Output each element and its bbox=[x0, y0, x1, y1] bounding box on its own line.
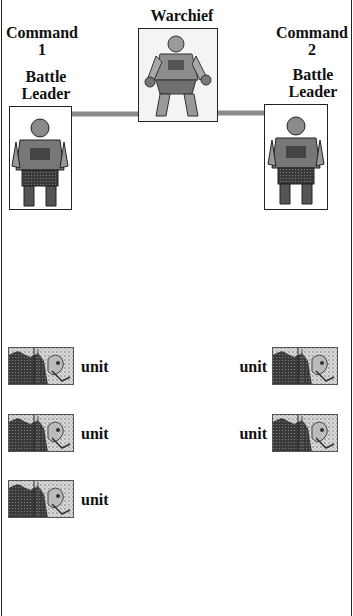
command-label: Command 2 bbox=[272, 24, 352, 58]
command-link bbox=[72, 112, 138, 117]
battle-leader-figure bbox=[268, 117, 324, 204]
node-heading: Warchief bbox=[122, 7, 242, 24]
unit-label: unit bbox=[81, 358, 133, 375]
unit-icon bbox=[272, 414, 338, 452]
node-heading: Battle Leader bbox=[275, 66, 351, 100]
unit-icon bbox=[8, 480, 74, 518]
battle-leader-box: Battle Leader bbox=[9, 106, 72, 210]
battle-leader-box: Battle Leader bbox=[264, 104, 328, 210]
unit-icon bbox=[272, 347, 338, 385]
unit-label: unit bbox=[81, 425, 133, 442]
unit-box: unit bbox=[272, 347, 338, 385]
unit-label: unit bbox=[219, 425, 267, 442]
unit-icon bbox=[8, 347, 74, 385]
unit-box: unit bbox=[8, 414, 74, 452]
command-link bbox=[218, 111, 264, 116]
unit-box: unit bbox=[272, 414, 338, 452]
warchief-figure bbox=[139, 29, 217, 121]
unit-label: unit bbox=[219, 358, 267, 375]
page-rule bbox=[1, 0, 2, 616]
unit-icon bbox=[8, 414, 74, 452]
page-rule bbox=[351, 0, 352, 616]
unit-box: unit bbox=[8, 480, 74, 518]
battle-leader-figure bbox=[12, 119, 68, 206]
command-label: Command 1 bbox=[2, 24, 82, 58]
warchief-box: Warchief bbox=[138, 28, 218, 122]
unit-label: unit bbox=[81, 491, 133, 508]
unit-box: unit bbox=[8, 347, 74, 385]
node-heading: Battle Leader bbox=[7, 68, 85, 102]
